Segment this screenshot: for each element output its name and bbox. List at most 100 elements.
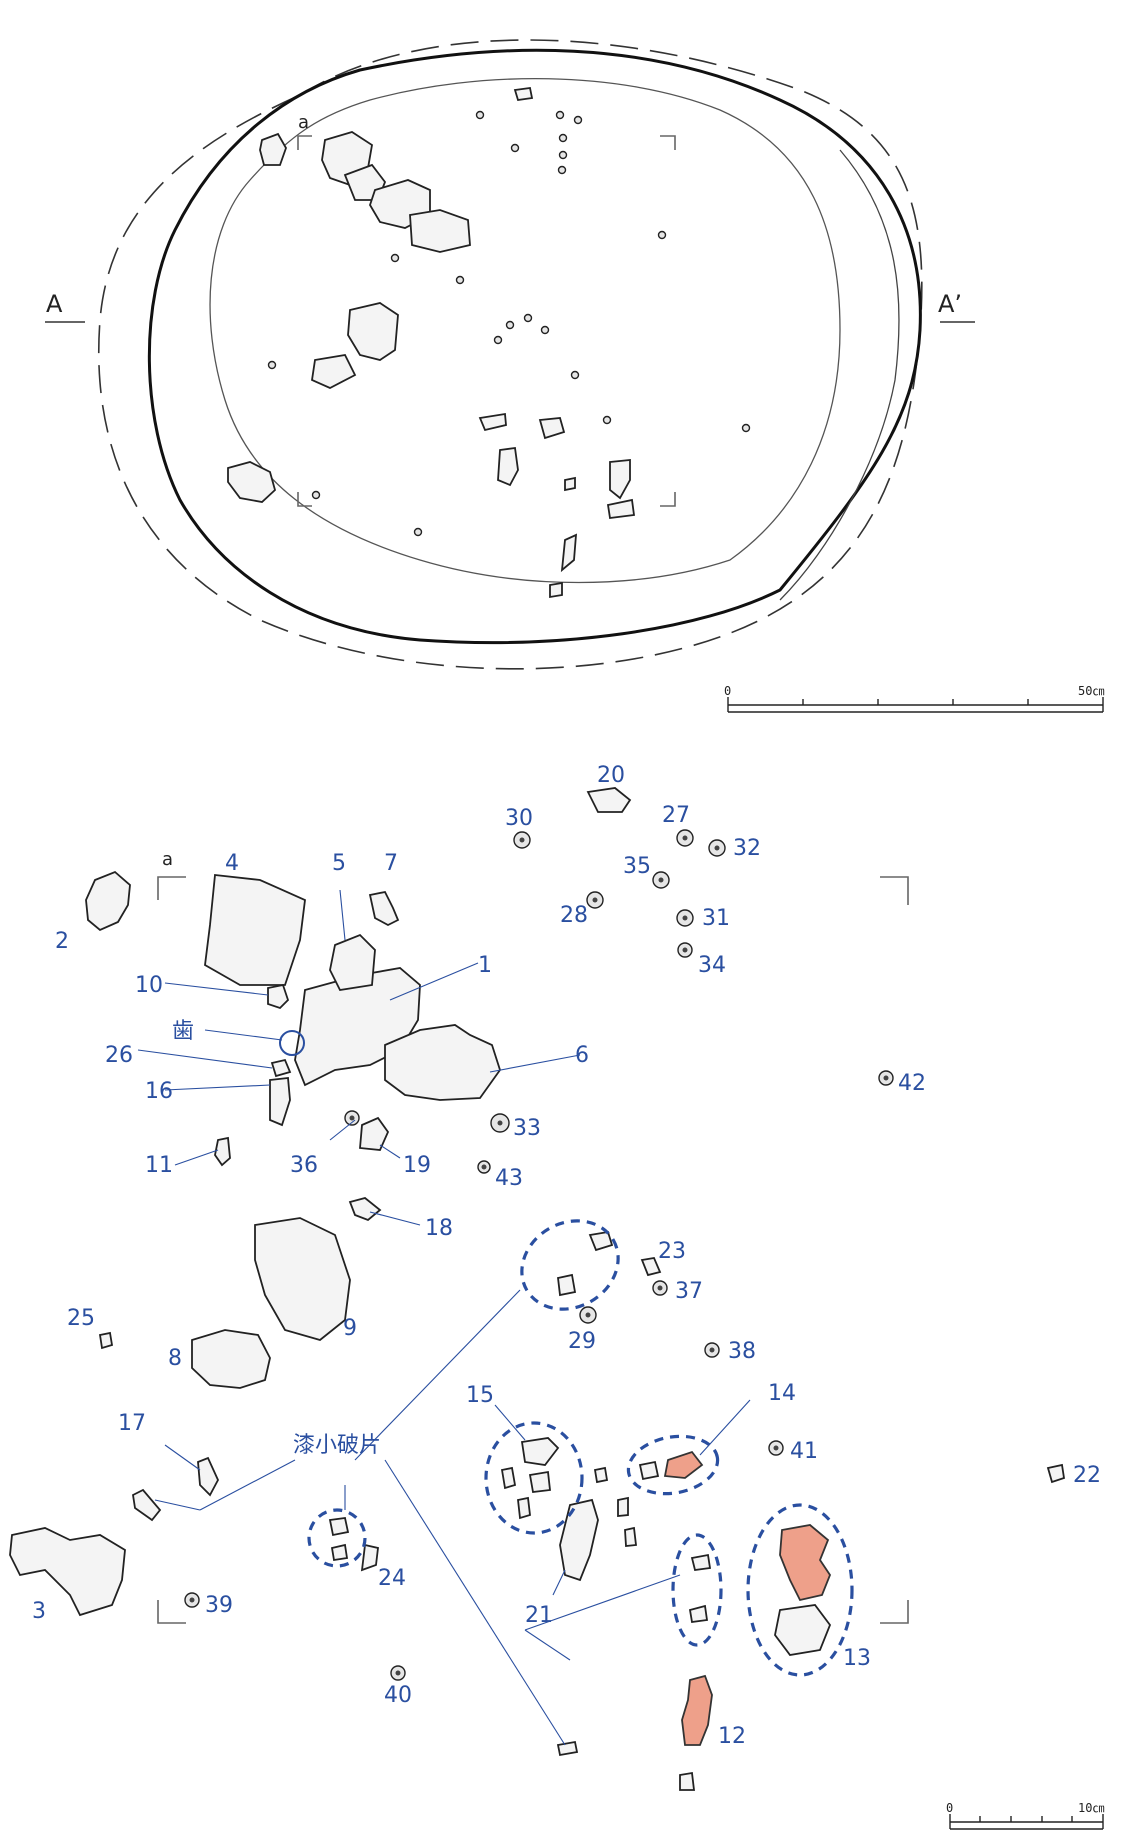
pit-plan: A A’ a bbox=[45, 39, 975, 670]
lacquer-fragment bbox=[638, 1460, 660, 1481]
fragment-17 bbox=[197, 1456, 220, 1497]
lacquer-fragment bbox=[688, 1604, 709, 1624]
fragment-24 bbox=[360, 1543, 379, 1572]
label-38: 38 bbox=[728, 1339, 756, 1364]
corner-bracket bbox=[660, 492, 676, 507]
lacquer-fragment bbox=[330, 1543, 349, 1562]
plan-bead bbox=[602, 415, 612, 425]
plan-bead bbox=[311, 490, 321, 500]
plan-bead bbox=[475, 110, 485, 120]
plan-fragment bbox=[513, 86, 534, 102]
fragment-2 bbox=[85, 870, 131, 932]
fragment-3 bbox=[9, 1527, 126, 1617]
fragment-8 bbox=[191, 1329, 271, 1389]
label-8: 8 bbox=[168, 1346, 182, 1371]
label-4: 4 bbox=[225, 851, 239, 876]
label-28: 28 bbox=[560, 903, 588, 928]
corner-bracket bbox=[880, 1600, 909, 1624]
plan-fragment bbox=[538, 417, 566, 440]
label-14: 14 bbox=[768, 1381, 796, 1406]
lacquer-group bbox=[520, 1219, 620, 1311]
lacquer-fragment bbox=[557, 1273, 577, 1297]
label-34: 34 bbox=[698, 953, 726, 978]
scale-bottom-end: 10㎝ bbox=[1078, 1801, 1104, 1815]
fragment-4 bbox=[204, 874, 306, 986]
scale-bar-bottom: 0 10㎝ bbox=[946, 1801, 1104, 1830]
lacquer-fragment bbox=[588, 1230, 614, 1252]
corner-bracket bbox=[157, 876, 186, 900]
item-number-labels: 1 2 3 4 5 6 7 8 9 10 11 12 13 14 15 16 1… bbox=[32, 763, 1101, 1749]
plan-fragment bbox=[497, 446, 519, 487]
fragment-18 bbox=[348, 1197, 382, 1222]
lacquer-group bbox=[307, 1508, 367, 1568]
lacquer-fragment bbox=[328, 1516, 350, 1537]
lacquer-fragment bbox=[624, 1526, 638, 1547]
plan-bead bbox=[510, 143, 520, 153]
label-23: 23 bbox=[658, 1239, 686, 1264]
overlap-outline bbox=[779, 149, 900, 601]
fragment-23 bbox=[640, 1256, 662, 1277]
plan-bead bbox=[570, 370, 580, 380]
plan-bead bbox=[557, 165, 567, 175]
fragment-9 bbox=[254, 1217, 351, 1341]
label-10: 10 bbox=[135, 973, 163, 998]
lacquer-fragment bbox=[517, 1496, 531, 1520]
detail-plan: a bbox=[9, 763, 1101, 1791]
label-43: 43 bbox=[495, 1166, 523, 1191]
plan-bead bbox=[267, 360, 277, 370]
plan-fragment bbox=[564, 476, 576, 492]
lacquer-fragment bbox=[528, 1470, 551, 1493]
plan-fragment bbox=[409, 209, 471, 253]
fragment-21 bbox=[559, 1498, 599, 1582]
lacquer-fragment bbox=[500, 1466, 517, 1490]
label-25: 25 bbox=[67, 1306, 95, 1331]
scale-top-end: 50㎝ bbox=[1078, 684, 1104, 698]
label-40: 40 bbox=[384, 1683, 412, 1708]
plan-bead bbox=[741, 423, 751, 433]
fragment-20 bbox=[586, 787, 632, 813]
pit-outline bbox=[147, 48, 922, 645]
label-17: 17 bbox=[118, 1411, 146, 1436]
lacquer-fragment bbox=[617, 1496, 629, 1517]
scale-top-start: 0 bbox=[724, 684, 731, 698]
fragment-12 bbox=[681, 1674, 713, 1746]
label-12: 12 bbox=[718, 1724, 746, 1749]
corner-bracket bbox=[297, 492, 312, 507]
fragment-7 bbox=[368, 890, 400, 927]
lacquer-group bbox=[671, 1533, 723, 1647]
plan-bead bbox=[505, 320, 515, 330]
plan-bead bbox=[540, 325, 550, 335]
label-42: 42 bbox=[898, 1071, 926, 1096]
plan-fragment bbox=[606, 498, 636, 520]
plan-bead bbox=[523, 313, 533, 323]
detail-beads bbox=[184, 829, 894, 1681]
label-24: 24 bbox=[378, 1566, 406, 1591]
lacquer-fragment bbox=[690, 1553, 712, 1571]
label-19: 19 bbox=[403, 1153, 431, 1178]
plan-bead bbox=[657, 230, 667, 240]
section-label-left: A bbox=[46, 290, 63, 318]
scale-bar-top: 0 50㎝ bbox=[724, 684, 1104, 713]
label-30: 30 bbox=[505, 806, 533, 831]
fragment-15 bbox=[520, 1437, 560, 1466]
label-9: 9 bbox=[343, 1316, 357, 1341]
lacquer-fragment bbox=[593, 1466, 609, 1484]
fragment-19 bbox=[359, 1116, 390, 1151]
fragment-22 bbox=[1046, 1463, 1066, 1484]
plan-bead bbox=[555, 110, 565, 120]
lacquer-group bbox=[484, 1421, 584, 1535]
fragment-13b bbox=[774, 1604, 832, 1656]
fragment-17b bbox=[132, 1488, 162, 1522]
corner-label-a: a bbox=[162, 849, 173, 870]
plan-bead bbox=[493, 335, 503, 345]
leader-lines bbox=[137, 889, 751, 1746]
label-29: 29 bbox=[568, 1329, 596, 1354]
inner-pit-outline bbox=[209, 77, 841, 584]
label-37: 37 bbox=[675, 1279, 703, 1304]
lacquer-fragment bbox=[556, 1740, 579, 1757]
plan-fragment bbox=[478, 412, 507, 432]
label-27: 27 bbox=[662, 803, 690, 828]
label-1: 1 bbox=[478, 953, 492, 978]
label-15: 15 bbox=[466, 1383, 494, 1408]
